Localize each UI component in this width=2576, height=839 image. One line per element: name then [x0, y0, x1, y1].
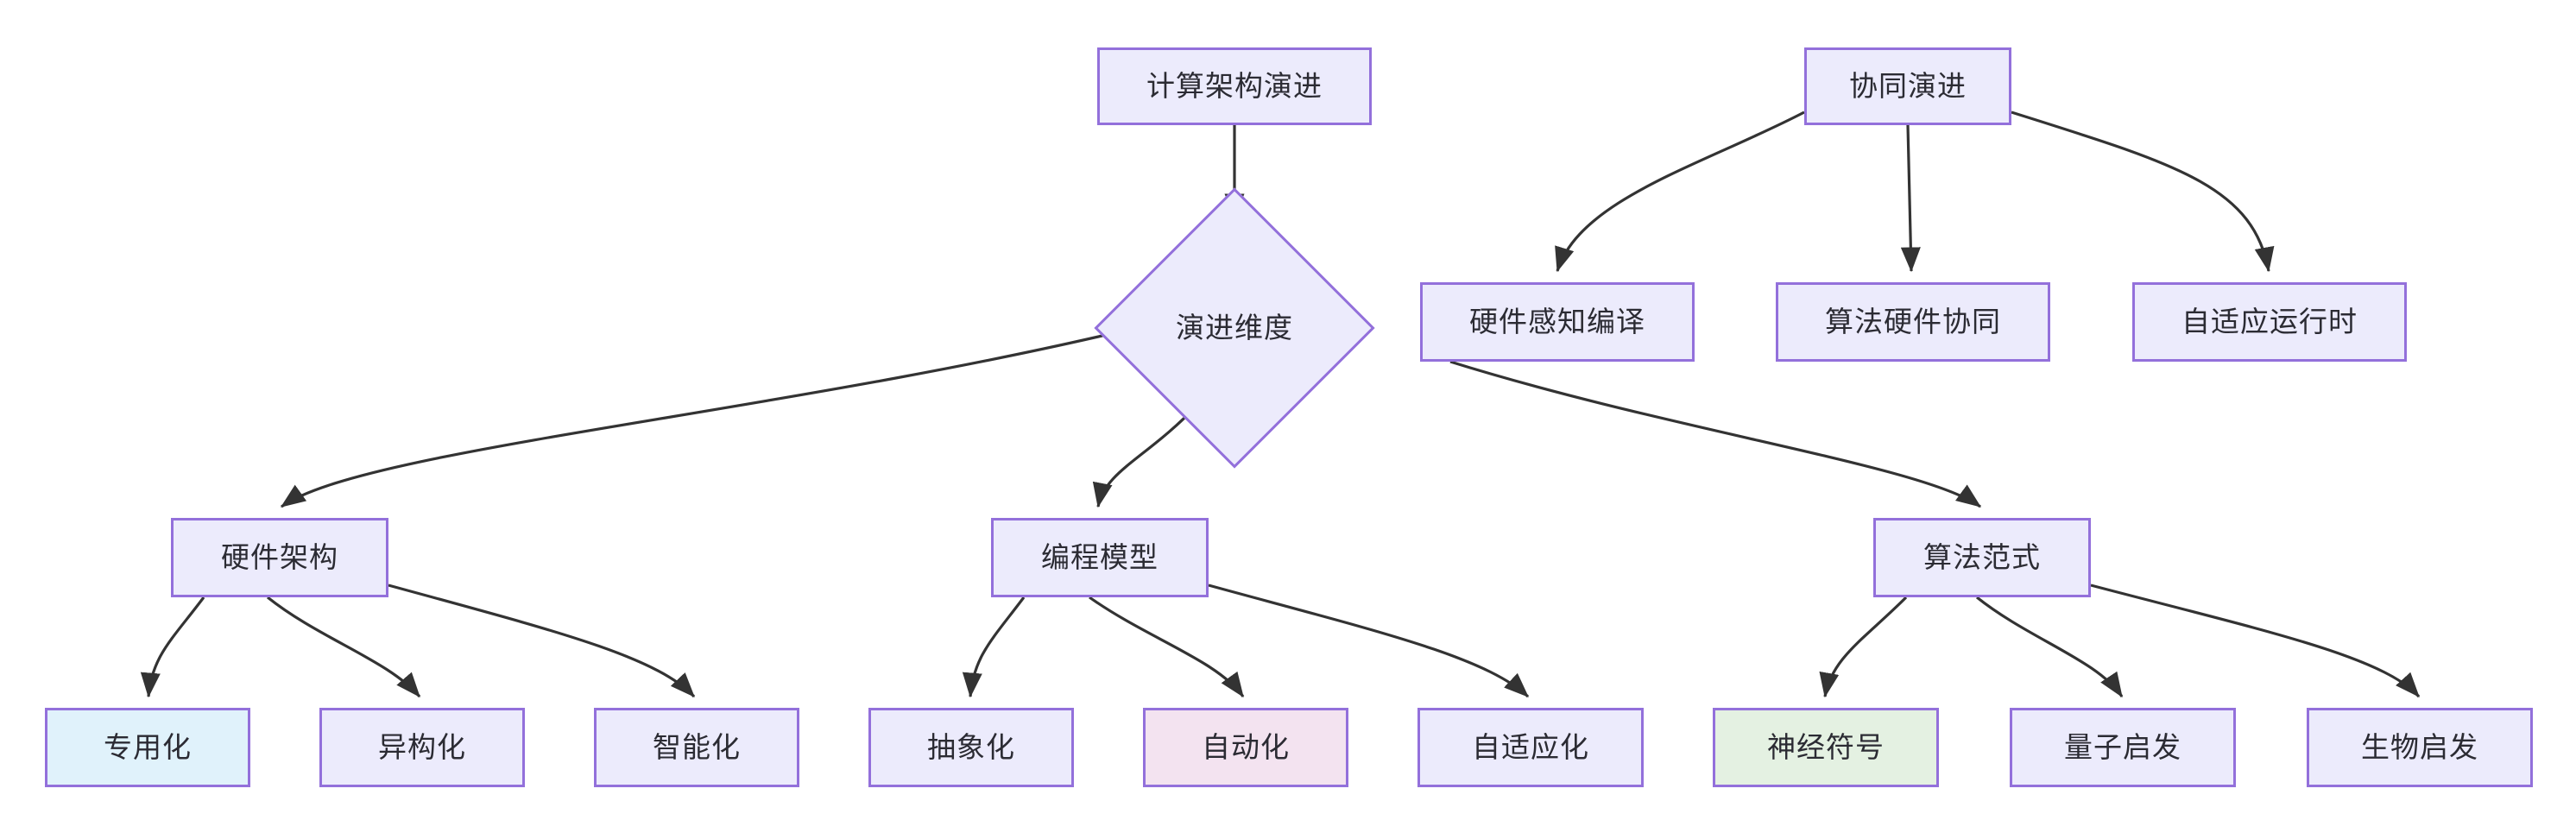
node-label: 编程模型 — [1041, 541, 1159, 574]
node-root[interactable]: 计算架构演进 — [1097, 47, 1372, 125]
edge-hwarch-to-specialize — [140, 596, 205, 698]
node-quantum[interactable]: 量子启发 — [2010, 708, 2236, 787]
edge-dimension-to-progmodel — [1092, 402, 1200, 508]
node-label: 自适应运行时 — [2181, 306, 2358, 338]
edge-progmodel-to-automate — [1089, 596, 1245, 698]
node-abstract[interactable]: 抽象化 — [868, 708, 1074, 787]
node-label: 智能化 — [653, 731, 741, 764]
node-label: 神经符号 — [1767, 731, 1885, 764]
node-label: 硬件感知编译 — [1469, 306, 1645, 338]
edge-coevo-to-hwcompile — [1555, 110, 1805, 273]
node-label: 专用化 — [104, 731, 192, 764]
node-bioinspired[interactable]: 生物启发 — [2307, 708, 2533, 787]
node-specialize[interactable]: 专用化 — [45, 708, 250, 787]
edge-dimension-to-hwarch — [280, 326, 1136, 508]
edge-hwarch-to-heterogen — [267, 596, 421, 698]
node-neurosym[interactable]: 神经符号 — [1713, 708, 1939, 787]
node-algoparadigm[interactable]: 算法范式 — [1873, 518, 2091, 597]
edge-algoparadigm-to-neurosym — [1819, 596, 1908, 698]
node-adaptive[interactable]: 自适应化 — [1417, 708, 1644, 787]
node-label: 算法硬件协同 — [1825, 306, 2001, 338]
edge-hwarch-to-intelligent — [388, 584, 696, 698]
edge-algoparadigm-to-quantum — [1976, 596, 2124, 698]
node-label: 硬件架构 — [221, 541, 338, 574]
edge-coevo-to-adaptrt — [2011, 110, 2275, 273]
edge-progmodel-to-adaptive — [1208, 584, 1530, 698]
node-label: 异构化 — [378, 731, 466, 764]
node-label: 协同演进 — [1849, 70, 1967, 103]
node-automate[interactable]: 自动化 — [1143, 708, 1348, 787]
node-label: 抽象化 — [927, 731, 1015, 764]
node-label: 自适应化 — [1472, 731, 1589, 764]
edge-coevo-to-algohw — [1900, 124, 1921, 273]
edge-progmodel-to-abstract — [962, 596, 1026, 698]
edge-algoparadigm-to-bioinspired — [2090, 584, 2421, 698]
node-label: 生物启发 — [2361, 731, 2478, 764]
node-algohw[interactable]: 算法硬件协同 — [1776, 282, 2050, 362]
node-label: 演进维度 — [1176, 312, 1293, 344]
node-label: 算法范式 — [1923, 541, 2041, 574]
node-progmodel[interactable]: 编程模型 — [991, 518, 1209, 597]
node-hwcompile[interactable]: 硬件感知编译 — [1420, 282, 1695, 362]
node-heterogen[interactable]: 异构化 — [319, 708, 525, 787]
node-coevo[interactable]: 协同演进 — [1804, 47, 2011, 125]
node-intelligent[interactable]: 智能化 — [594, 708, 799, 787]
node-label: 计算架构演进 — [1146, 70, 1323, 103]
edge-hwcompile-to-algoparadigm — [1449, 360, 1982, 508]
node-label: 自动化 — [1202, 731, 1290, 764]
node-adaptrt[interactable]: 自适应运行时 — [2132, 282, 2407, 362]
node-label: 量子启发 — [2064, 731, 2181, 764]
node-hwarch[interactable]: 硬件架构 — [171, 518, 388, 597]
node-dimension[interactable]: 演进维度 — [1094, 187, 1375, 469]
